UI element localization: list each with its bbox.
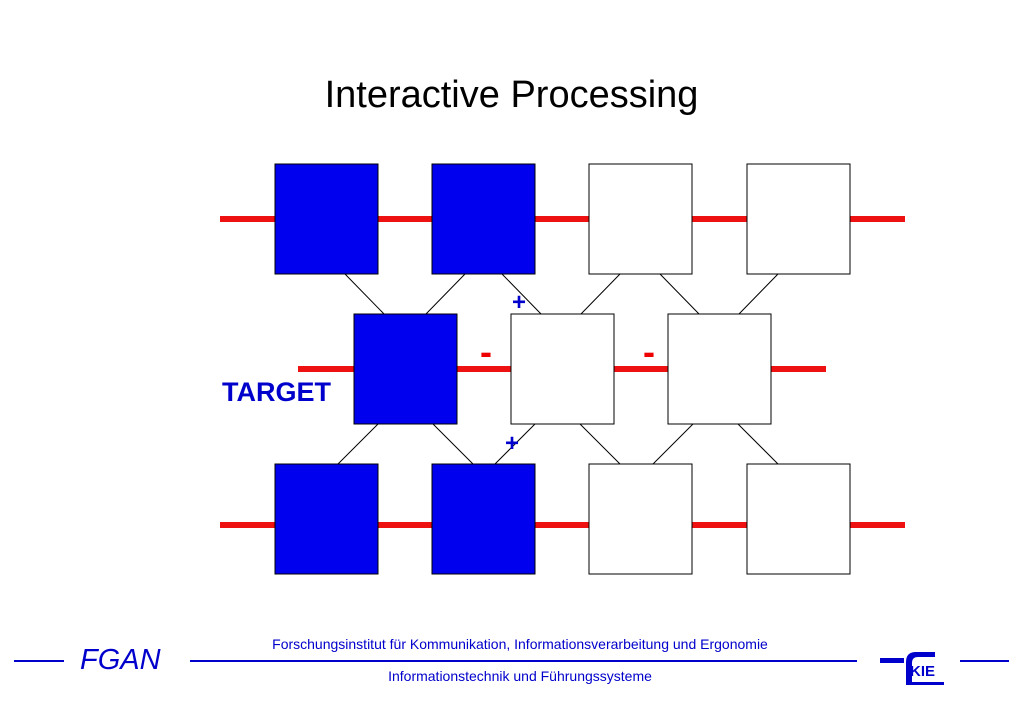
bottom-connections <box>337 423 779 465</box>
connector-line <box>432 423 474 465</box>
connector-line <box>737 423 779 465</box>
minus-sign-left: - <box>480 331 492 372</box>
connector-line <box>501 273 543 316</box>
kie-logo-icon <box>880 652 944 685</box>
top-node-1 <box>274 163 379 275</box>
minus-sign-right: - <box>643 331 655 372</box>
middle-node-2 <box>510 313 615 425</box>
bottom-node-1 <box>274 463 379 575</box>
connector-line <box>344 273 386 316</box>
middle-node-3 <box>667 313 772 425</box>
plus-sign-top: + <box>512 289 527 316</box>
connector-line <box>424 273 466 316</box>
connector-line <box>737 273 779 316</box>
bottom-node-2 <box>431 463 536 575</box>
connector-line <box>579 273 621 316</box>
top-node-4 <box>746 163 851 275</box>
fgan-brand: FGAN <box>80 644 161 676</box>
target-node <box>353 313 458 425</box>
bottom-node-4 <box>746 463 851 575</box>
institute-name: Forschungsinstitut für Kommunikation, In… <box>272 636 768 652</box>
connector-line <box>659 273 701 316</box>
top-connections <box>344 273 779 316</box>
top-node-2 <box>431 163 536 275</box>
connector-line <box>652 423 694 465</box>
plus-sign-bottom: + <box>505 430 520 457</box>
kie-logo-label: KIE <box>910 663 936 680</box>
target-label: TARGET <box>222 377 331 407</box>
slide-title: Interactive Processing <box>324 74 699 116</box>
bottom-node-3 <box>588 463 693 575</box>
connector-line <box>337 423 379 465</box>
department-name: Informationstechnik und Führungssysteme <box>388 668 652 684</box>
connector-line <box>579 423 621 465</box>
connector-line <box>494 423 536 465</box>
top-node-3 <box>588 163 693 275</box>
